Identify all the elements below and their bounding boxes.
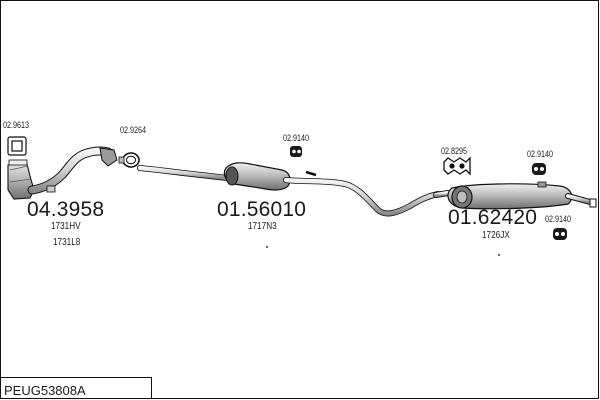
rubber-hanger-icon bbox=[553, 228, 567, 240]
clamp-part-number: 02.9264 bbox=[120, 125, 147, 135]
catalyst-reference: 1731L8 bbox=[53, 237, 81, 248]
rear-mount-part-number: 02.8295 bbox=[441, 146, 468, 156]
center-silencer-reference: 1717N3 bbox=[248, 221, 277, 232]
rear-silencer-part-number: 01.62420 bbox=[448, 206, 538, 229]
rubber-hanger-icon bbox=[532, 163, 546, 175]
rear-silencer-reference: 1726JX bbox=[482, 230, 510, 241]
gasket-icon bbox=[7, 136, 27, 156]
catalyst-reference: 1731HV bbox=[51, 221, 81, 232]
rear-hanger-upper-part-number: 02.9140 bbox=[527, 149, 554, 159]
center-silencer-part-number: 01.56010 bbox=[217, 198, 307, 221]
mounting-bracket-icon bbox=[443, 156, 471, 176]
rear-silencer-part bbox=[433, 181, 597, 210]
center-hanger-part-number: 02.9140 bbox=[283, 133, 310, 143]
rubber-hanger-icon bbox=[290, 146, 302, 157]
dot-marker bbox=[498, 254, 500, 256]
rear-hanger-lower-part-number: 02.9140 bbox=[545, 214, 572, 224]
center-silencer-part bbox=[137, 162, 441, 217]
set-code-box: PEUG53808A bbox=[0, 377, 152, 399]
catalyst-part-number: 04.3958 bbox=[27, 198, 105, 221]
dot-marker bbox=[266, 246, 268, 248]
gasket-part-number: 02.9613 bbox=[3, 120, 30, 130]
clamp-ring-icon bbox=[118, 152, 140, 168]
catalyst-converter-part bbox=[7, 146, 118, 200]
set-code: PEUG53808A bbox=[4, 383, 86, 398]
